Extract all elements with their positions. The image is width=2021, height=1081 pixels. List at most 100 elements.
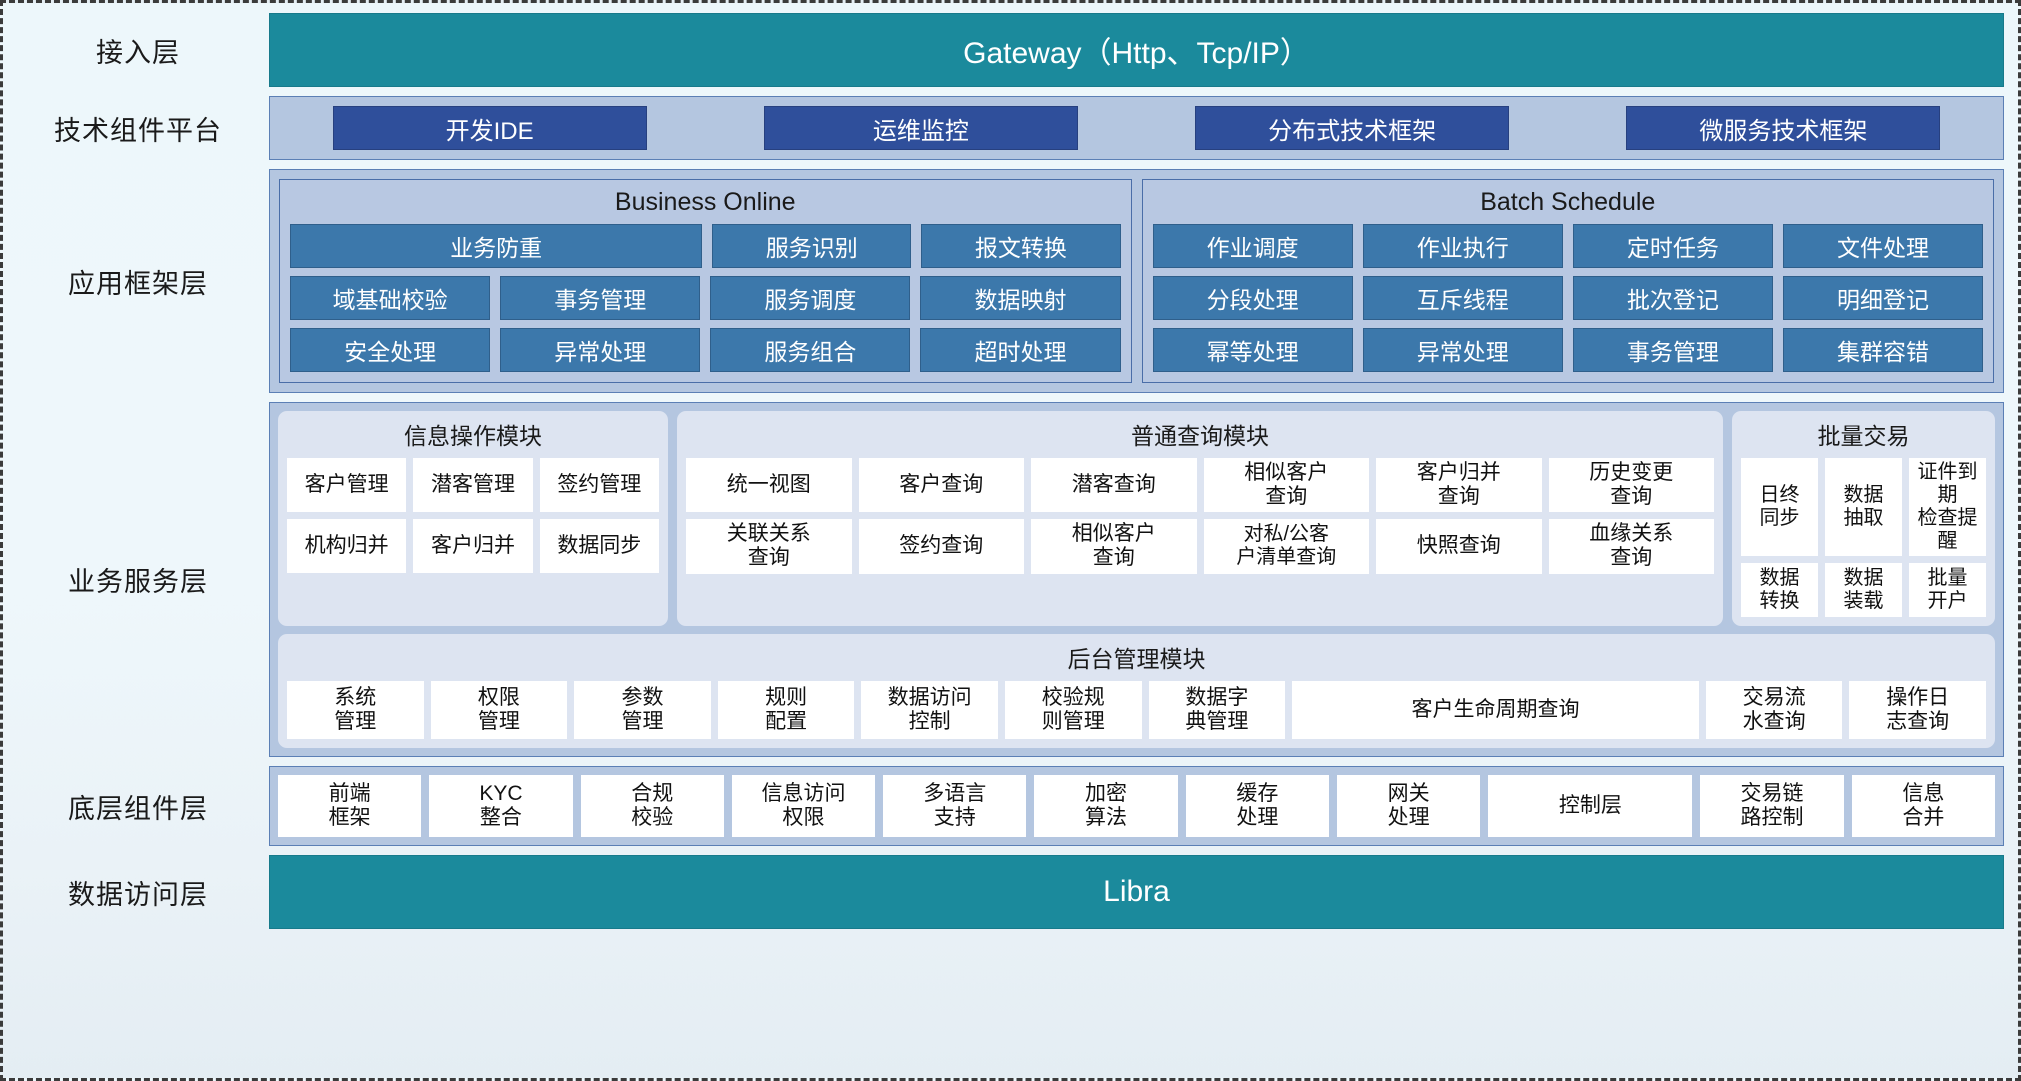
component-cell[interactable]: 交易链路控制	[1700, 775, 1844, 837]
service-cell[interactable]: 操作日志查询	[1849, 681, 1986, 739]
service-cell[interactable]: 潜客管理	[413, 458, 533, 512]
component-cell[interactable]: 信息合并	[1851, 775, 1995, 837]
app-chip[interactable]: 事务管理	[1572, 328, 1773, 372]
app-row: 幂等处理 异常处理 事务管理 集群容错	[1152, 328, 1983, 372]
service-cell[interactable]: 数据同步	[539, 519, 659, 573]
service-cell[interactable]: 血缘关系查询	[1548, 519, 1714, 574]
group-title-batch-schedule: Batch Schedule	[1480, 188, 1656, 216]
app-chip[interactable]: 互斥线程	[1362, 276, 1563, 320]
app-row: 安全处理 异常处理 服务组合 超时处理	[290, 328, 1121, 372]
app-group-business-online: Business Online 业务防重 服务识别 报文转换 域基础校验 事务管…	[279, 179, 1132, 383]
service-cell[interactable]: 数据字典管理	[1148, 681, 1286, 739]
service-cell[interactable]: 签约管理	[539, 458, 659, 512]
service-cell[interactable]: 数据抽取	[1825, 458, 1902, 556]
service-cell[interactable]: 数据装载	[1825, 563, 1902, 617]
app-chip[interactable]: 安全处理	[290, 328, 491, 372]
service-cell[interactable]: 日终同步	[1741, 458, 1818, 556]
app-chip[interactable]: 数据映射	[920, 276, 1121, 320]
app-chip[interactable]: 异常处理	[500, 328, 701, 372]
app-chip[interactable]: 服务调度	[710, 276, 911, 320]
service-cell[interactable]: 客户归并查询	[1376, 458, 1542, 513]
service-cell[interactable]: 相似客户查询	[1203, 458, 1369, 513]
tech-chip-ops-monitor[interactable]: 运维监控	[763, 106, 1078, 150]
data-access-bar: Libra	[269, 855, 2004, 929]
module-row: 机构归并 客户归并 数据同步	[287, 519, 659, 573]
service-cell[interactable]: 潜客查询	[1031, 458, 1197, 513]
app-chip[interactable]: 定时任务	[1572, 224, 1773, 268]
app-row: 业务防重 服务识别 报文转换	[290, 224, 1121, 268]
app-chip[interactable]: 集群容错	[1782, 328, 1983, 372]
module-row: 数据转换 数据装载 批量开户	[1741, 563, 1986, 617]
biz-module-batch-transaction: 批量交易 日终同步 数据抽取 证件到期检查提醒 数据转换 数据装载 批量开户	[1732, 411, 1995, 626]
app-chip[interactable]: 作业调度	[1152, 224, 1353, 268]
app-chip[interactable]: 报文转换	[921, 224, 1121, 268]
tech-chip-distributed-framework[interactable]: 分布式技术框架	[1195, 106, 1510, 150]
app-chip[interactable]: 事务管理	[500, 276, 701, 320]
layer-label-business-service: 业务服务层	[68, 567, 208, 597]
service-cell[interactable]: 快照查询	[1376, 519, 1542, 574]
service-cell[interactable]: 客户归并	[413, 519, 533, 573]
component-cell[interactable]: 多语言支持	[883, 775, 1027, 837]
service-cell[interactable]: 系统管理	[287, 681, 424, 739]
module-row: 日终同步 数据抽取 证件到期检查提醒	[1741, 458, 1986, 556]
component-cell[interactable]: 信息访问权限	[731, 775, 876, 837]
module-title: 批量交易	[1817, 423, 1910, 449]
business-service-band: 信息操作模块 客户管理 潜客管理 签约管理 机构归并 客户归并 数据同步	[269, 402, 2004, 757]
biz-module-info-operation: 信息操作模块 客户管理 潜客管理 签约管理 机构归并 客户归并 数据同步	[278, 411, 668, 626]
service-cell[interactable]: 客户查询	[858, 458, 1024, 513]
biz-module-common-query: 普通查询模块 统一视图 客户查询 潜客查询 相似客户查询 客户归并查询 历史变更…	[677, 411, 1723, 626]
service-cell[interactable]: 统一视图	[686, 458, 852, 513]
service-cell[interactable]: 相似客户查询	[1031, 519, 1197, 574]
component-cell[interactable]: 缓存处理	[1185, 775, 1329, 837]
layer-row-access: 接入层 Gateway（Http、Tcp/IP）	[13, 13, 2004, 87]
service-cell[interactable]: 数据转换	[1741, 563, 1818, 617]
service-cell[interactable]: 证件到期检查提醒	[1909, 458, 1986, 556]
app-chip[interactable]: 分段处理	[1152, 276, 1353, 320]
tech-platform-band: 开发IDE 运维监控 分布式技术框架 微服务技术框架	[269, 96, 2004, 160]
app-chip[interactable]: 服务识别	[712, 224, 912, 268]
app-chip[interactable]: 超时处理	[920, 328, 1121, 372]
app-chip[interactable]: 业务防重	[290, 224, 703, 268]
app-row: 域基础校验 事务管理 服务调度 数据映射	[290, 276, 1121, 320]
service-cell[interactable]: 交易流水查询	[1705, 681, 1843, 739]
layer-row-app-framework: 应用框架层 Business Online 业务防重 服务识别 报文转换 域基础…	[13, 169, 2004, 393]
service-cell[interactable]: 关联关系查询	[686, 519, 852, 574]
app-chip[interactable]: 域基础校验	[290, 276, 491, 320]
component-cell[interactable]: 加密算法	[1034, 775, 1178, 837]
layer-label-access: 接入层	[96, 37, 180, 68]
component-cell[interactable]: 前端框架	[278, 775, 422, 837]
component-cell[interactable]: 网关处理	[1336, 775, 1481, 837]
app-chip[interactable]: 批次登记	[1572, 276, 1773, 320]
app-chip[interactable]: 幂等处理	[1152, 328, 1353, 372]
service-cell[interactable]: 签约查询	[858, 519, 1024, 574]
tech-chip-ide[interactable]: 开发IDE	[332, 106, 647, 150]
app-chip[interactable]: 异常处理	[1362, 328, 1563, 372]
component-cell[interactable]: 控制层	[1488, 775, 1693, 837]
service-cell[interactable]: 客户管理	[287, 458, 407, 512]
app-chip[interactable]: 明细登记	[1782, 276, 1983, 320]
service-cell[interactable]: 历史变更查询	[1548, 458, 1714, 513]
service-cell[interactable]: 数据访问控制	[861, 681, 998, 739]
gateway-bar: Gateway（Http、Tcp/IP）	[269, 13, 2004, 87]
layer-label-app-framework: 应用框架层	[68, 268, 208, 299]
service-cell[interactable]: 机构归并	[287, 519, 407, 573]
service-cell[interactable]: 权限管理	[430, 681, 568, 739]
service-cell[interactable]: 客户生命周期查询	[1292, 681, 1699, 739]
service-cell[interactable]: 批量开户	[1909, 563, 1986, 617]
app-row: 分段处理 互斥线程 批次登记 明细登记	[1152, 276, 1983, 320]
layer-row-tech-platform: 技术组件平台 开发IDE 运维监控 分布式技术框架 微服务技术框架	[13, 96, 2004, 160]
tech-chip-microservice-framework[interactable]: 微服务技术框架	[1626, 106, 1941, 150]
app-chip[interactable]: 服务组合	[710, 328, 911, 372]
service-cell[interactable]: 参数管理	[574, 681, 711, 739]
app-chip[interactable]: 作业执行	[1362, 224, 1563, 268]
layer-row-data-access: 数据访问层 Libra	[13, 855, 2004, 929]
service-cell[interactable]: 校验规则管理	[1004, 681, 1142, 739]
app-framework-band: Business Online 业务防重 服务识别 报文转换 域基础校验 事务管…	[269, 169, 2004, 393]
service-cell[interactable]: 规则配置	[717, 681, 855, 739]
service-cell[interactable]: 对私/公客户清单查询	[1203, 519, 1369, 574]
app-chip[interactable]: 文件处理	[1782, 224, 1983, 268]
component-cell[interactable]: 合规校验	[580, 775, 724, 837]
